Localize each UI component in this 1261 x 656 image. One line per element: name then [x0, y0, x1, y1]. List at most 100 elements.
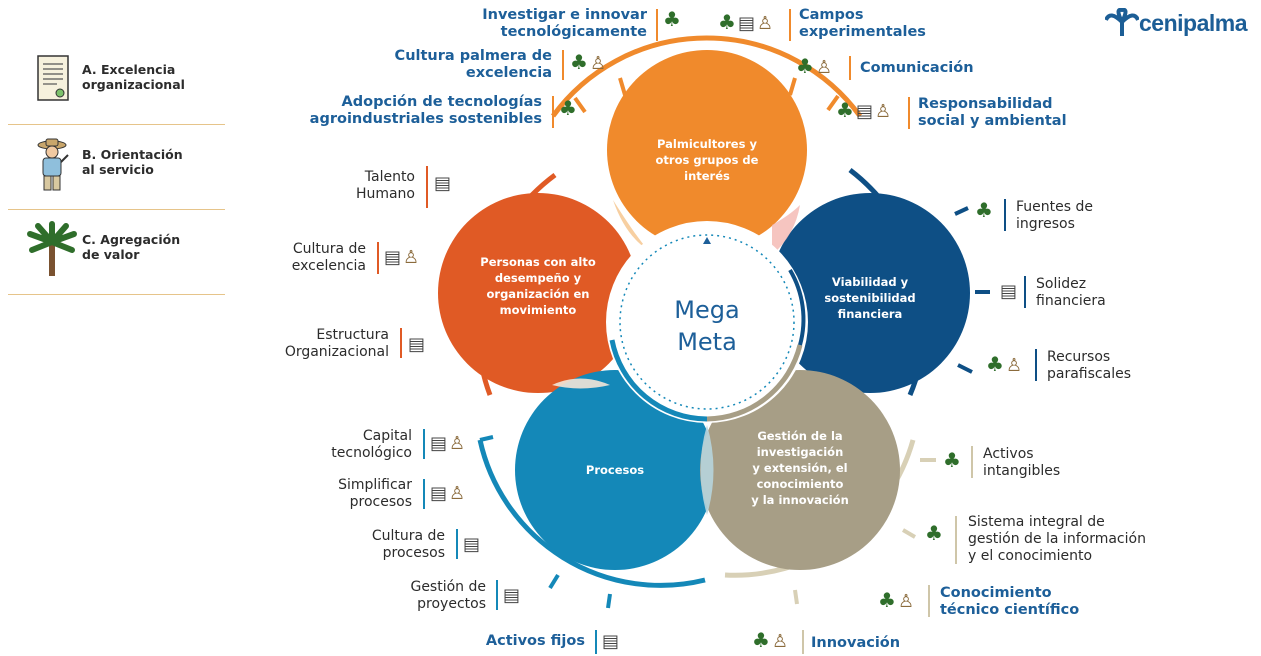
circle-label-br-2: investigación — [757, 445, 844, 459]
circle-label-top-3: interés — [684, 169, 730, 183]
circle-personas — [438, 193, 638, 393]
overlap-left-bottom — [552, 378, 610, 389]
center-ring-navy — [788, 268, 806, 346]
farmer-icon: ♙ — [449, 483, 466, 504]
palm-tree-icon: ♣ — [752, 628, 770, 652]
label-campos: Campos experimentales — [799, 7, 926, 40]
certificate-icon — [37, 55, 69, 101]
label-cultura-excelencia: Cultura de excelencia — [291, 241, 366, 274]
label-activos-fijos: Activos fijos — [485, 633, 585, 649]
legend-item-excelencia: A. Excelencia organizacional — [8, 40, 225, 125]
farmer-icon: ♙ — [874, 101, 892, 122]
circle-label-br-3: y extensión, el — [752, 461, 847, 475]
certificate-icon: ▤ — [1000, 281, 1018, 302]
circle-label-br-5: y la innovación — [751, 493, 849, 507]
circle-label-left-2: desempeño y — [495, 271, 582, 285]
certificate-icon: ▤ — [408, 334, 426, 355]
label-estructura: Estructura Organizacional — [284, 327, 389, 360]
label-innovacion: Innovación — [811, 635, 901, 651]
farmer-icon: ♙ — [897, 591, 915, 612]
center-ring-teal — [609, 339, 708, 422]
label-adopcion: Adopción de tecnologías agroindustriales… — [309, 94, 542, 127]
certificate-icon: ▤ — [737, 13, 755, 34]
circle-label-br-4: conocimiento — [757, 477, 844, 491]
certificate-icon: ▤ — [430, 433, 448, 454]
circle-label-left-4: movimiento — [500, 303, 577, 317]
label-solidez: Solidez financiera — [1036, 276, 1106, 309]
certificate-icon: ▤ — [463, 534, 481, 555]
label-conocimiento: Conocimiento técnico científico — [940, 585, 1080, 618]
center-title-line2: Meta — [677, 328, 737, 356]
arrow-up-icon — [703, 237, 711, 244]
palm-tree-icon: ♣ — [878, 588, 896, 612]
label-activos-intangibles: Activos intangibles — [983, 446, 1061, 479]
farmer-icon — [37, 138, 69, 191]
palm-tree-icon: ♣ — [943, 448, 961, 472]
palm-tree-icon: ♣ — [570, 50, 588, 74]
label-sistema: Sistema integral de gestión de la inform… — [968, 514, 1146, 564]
label-comunicacion: Comunicación — [860, 60, 974, 76]
palm-tree-icon — [27, 221, 77, 276]
certificate-icon: ▤ — [855, 101, 873, 122]
orange-outer-arc — [550, 35, 863, 118]
palm-tree-icon: ♣ — [975, 198, 993, 222]
palm-tree-icon: ♣ — [796, 54, 814, 78]
center-title-line1: Mega — [674, 296, 739, 324]
farmer-icon: ♙ — [449, 433, 466, 454]
circle-label-top-2: otros grupos de — [656, 153, 759, 167]
overlap-bottom — [700, 425, 714, 515]
farmer-icon: ♙ — [1005, 355, 1023, 376]
palm-tree-icon: ♣ — [986, 352, 1004, 376]
circle-label-left-1: Personas con alto — [480, 255, 596, 269]
label-recursos: Recursos parafiscales — [1047, 349, 1131, 382]
farmer-icon: ♙ — [756, 13, 774, 34]
palm-tree-icon: ♣ — [718, 10, 736, 34]
label-cultura-palmera: Cultura palmera de excelencia — [394, 48, 552, 81]
circle-label-bl: Procesos — [586, 463, 644, 477]
label-investigar: Investigar e innovar tecnológicamente — [482, 7, 647, 40]
logo-text: cenipalma — [1139, 9, 1248, 36]
circle-label-top-1: Palmicultores y — [657, 137, 757, 151]
circle-viabilidad — [770, 193, 970, 393]
palm-tree-icon: ♣ — [925, 521, 943, 545]
certificate-icon: ▤ — [602, 631, 620, 652]
legend-item-valor: C. Agregación de valor — [8, 210, 225, 295]
certificate-icon: ▤ — [434, 173, 452, 194]
circle-label-right-1: Viabilidad y — [832, 275, 909, 289]
label-simplificar: Simplificar procesos — [338, 477, 412, 510]
circle-label-right-2: sostenibilidad — [824, 291, 915, 305]
palm-tree-icon: ♣ — [559, 96, 577, 120]
label-responsabilidad: Responsabilidad social y ambiental — [918, 96, 1067, 129]
farmer-icon: ♙ — [815, 57, 833, 78]
legend-label: C. Agregación de valor — [82, 232, 181, 262]
farmer-icon: ♙ — [589, 53, 607, 74]
circle-palmicultores — [607, 50, 807, 250]
label-talento: Talento Humano — [355, 169, 415, 202]
legend-label: A. Excelencia organizacional — [82, 62, 185, 92]
palm-tree-icon: ♣ — [663, 7, 681, 31]
circle-label-right-3: financiera — [838, 307, 903, 321]
palm-logo-icon — [1105, 8, 1139, 36]
certificate-icon: ▤ — [430, 483, 448, 504]
legend: A. Excelencia organizacional B. Orientac… — [8, 40, 225, 295]
circle-procesos — [515, 370, 715, 570]
circle-label-left-3: organización en — [487, 287, 590, 301]
palm-tree-icon: ♣ — [836, 98, 854, 122]
legend-label: B. Orientación al servicio — [82, 147, 183, 177]
legend-item-servicio: B. Orientación al servicio — [8, 125, 225, 210]
circle-label-br-1: Gestión de la — [757, 429, 842, 443]
circle-gestion — [700, 370, 900, 570]
center-inner-circle — [619, 234, 795, 410]
certificate-icon: ▤ — [503, 585, 521, 606]
label-gestion-proyectos: Gestión de proyectos — [410, 579, 486, 612]
cenipalma-logo: cenipalma — [1105, 8, 1248, 38]
center-ring-khaki — [706, 344, 803, 422]
certificate-icon: ▤ — [384, 247, 402, 268]
label-fuentes: Fuentes de ingresos — [1016, 199, 1093, 232]
farmer-icon: ♙ — [403, 247, 420, 268]
label-cultura-procesos: Cultura de procesos — [371, 528, 445, 561]
farmer-icon: ♙ — [771, 631, 789, 652]
label-capital: Capital tecnológico — [331, 428, 412, 461]
teal-outer-arc — [477, 439, 706, 588]
